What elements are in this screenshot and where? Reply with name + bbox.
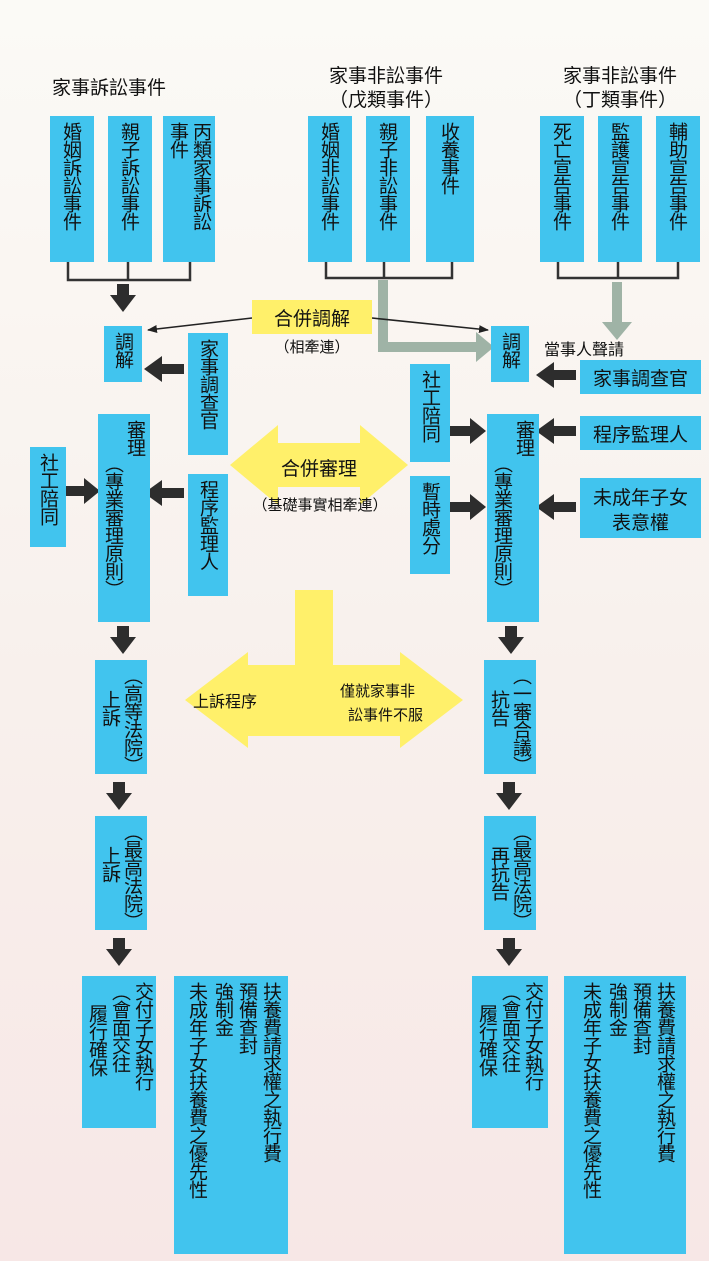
merged-mediation-subtitle: （相牽連） xyxy=(274,338,350,356)
delivery-line2: （會面交往 xyxy=(499,982,521,1072)
arrow-to-right-mediation xyxy=(371,317,489,334)
appeal-main: 再抗告 xyxy=(488,846,510,900)
box-label: 婚姻非訟事件 xyxy=(318,122,340,230)
enforcement-line1: 扶養費請求權之執行費 xyxy=(654,982,676,1162)
child-delivery-right: 交付子女執行 （會面交往 履行確保 xyxy=(472,976,548,1128)
header-nonlitigation-wu: 家事非訟事件 （戊類事件） xyxy=(316,64,456,112)
box-label-col1: 丙類家事訴訟 xyxy=(190,122,212,230)
trial-main: 審理 xyxy=(124,420,146,456)
minor-expression-line2: 表意權 xyxy=(611,512,669,534)
minor-expression-line1: 未成年子女 xyxy=(592,487,688,509)
box-marriage-litigation: 婚姻訴訟事件 xyxy=(50,116,94,262)
social-worker-right: 社工陪同 xyxy=(410,364,450,462)
trial-main: 審理 xyxy=(513,420,535,456)
box-label: 暫時處分 xyxy=(419,482,441,554)
yellow-shapes xyxy=(185,300,463,748)
social-worker-left: 社工陪同 xyxy=(30,447,66,547)
appeal-main: 抗告 xyxy=(488,690,510,726)
header-line: 家事非訟事件 xyxy=(562,65,677,87)
box-label: 程序監理人 xyxy=(197,480,219,570)
box-parent-child-nonlit: 親子非訟事件 xyxy=(366,116,410,262)
appeal-sub: （一審合議） xyxy=(510,666,532,774)
re-interlocutory-appeal: （最高法院） 再抗告 xyxy=(484,816,536,930)
arrow-to-left-mediation xyxy=(147,317,253,333)
box-assistance-declaration: 輔助宣告事件 xyxy=(656,116,700,262)
box-label: 親子訴訟事件 xyxy=(118,122,140,230)
appeal-main: 上訴 xyxy=(99,846,121,882)
delivery-line2: （會面交往 xyxy=(109,982,131,1072)
party-request-label: 當事人聲請 xyxy=(544,340,625,359)
procedure-supervisor-left: 程序監理人 xyxy=(188,474,228,596)
enforcement-line4: 未成年子女扶養費之優先性 xyxy=(186,982,208,1198)
appeal-procedure-label: 上訴程序 xyxy=(193,692,258,711)
appeal-sub: （高等法院） xyxy=(121,666,143,774)
minor-expression-box: 未成年子女 表意權 xyxy=(580,478,701,538)
box-death-declaration: 死亡宣告事件 xyxy=(540,116,584,262)
appeal-main: 上訴 xyxy=(99,690,121,726)
box-label: 社工陪同 xyxy=(37,453,59,525)
trial-left: 審理 （專業審理原則） xyxy=(98,414,150,622)
box-marriage-nonlit: 婚姻非訟事件 xyxy=(308,116,352,262)
box-label: 調解 xyxy=(499,332,521,368)
provisional-measure: 暫時處分 xyxy=(410,476,450,574)
box-label: 調解 xyxy=(112,332,134,368)
merged-trial-title: 合併審理 xyxy=(280,458,357,480)
header-nonlitigation-ding: 家事非訟事件 （丁類事件） xyxy=(550,64,690,112)
appeal-sub: （最高法院） xyxy=(121,822,143,930)
enforcement-line4: 未成年子女扶養費之優先性 xyxy=(580,982,602,1198)
box-label: 家事調查官 xyxy=(197,339,219,429)
header-line: 家事非訟事件 xyxy=(328,65,443,87)
delivery-line3: 履行確保 xyxy=(476,1004,498,1076)
appeal-high-court: （高等法院） 上訴 xyxy=(95,660,147,774)
top-brackets xyxy=(66,262,680,282)
merged-trial-subtitle: （基礎事實相牽連） xyxy=(252,496,388,514)
appeal-supreme-court: （最高法院） 上訴 xyxy=(95,816,147,930)
box-label: 社工陪同 xyxy=(419,370,441,442)
appeal-note-line1: 僅就家事非 xyxy=(340,682,416,700)
mediation-left: 調解 xyxy=(104,326,142,382)
box-label: 死亡宣告事件 xyxy=(550,122,572,230)
gray-arrows xyxy=(378,280,632,362)
enforcement-line3: 強制金 xyxy=(212,982,234,1036)
trial-sub: （專業審理原則） xyxy=(102,454,124,598)
family-investigator-right: 家事調查官 xyxy=(580,360,701,394)
enforcement-right: 扶養費請求權之執行費 預備查封 強制金 未成年子女扶養費之優先性 xyxy=(564,976,686,1254)
appeal-sub: （最高法院） xyxy=(510,822,532,930)
trial-right: 審理 （專業審理原則） xyxy=(487,414,539,622)
box-label: 監護宣告事件 xyxy=(608,122,630,230)
box-guardianship-declaration: 監護宣告事件 xyxy=(598,116,642,262)
block-arrows xyxy=(64,284,576,966)
merged-mediation-title: 合併調解 xyxy=(273,308,350,330)
box-label: 輔助宣告事件 xyxy=(666,122,688,230)
trial-sub: （專業審理原則） xyxy=(491,454,513,598)
family-investigator-left: 家事調查官 xyxy=(188,333,228,455)
enforcement-line1: 扶養費請求權之執行費 xyxy=(260,982,282,1162)
box-parent-child-litigation: 親子訴訟事件 xyxy=(108,116,152,262)
box-label: 收養事件 xyxy=(438,122,460,194)
delivery-line3: 履行確保 xyxy=(86,1004,108,1076)
header-line: （戊類事件） xyxy=(328,89,443,111)
delivery-line1: 交付子女執行 xyxy=(522,982,544,1090)
header-line: （丁類事件） xyxy=(562,89,677,111)
interlocutory-appeal: （一審合議） 抗告 xyxy=(484,660,536,774)
delivery-line1: 交付子女執行 xyxy=(132,982,154,1090)
appeal-note-line2: 訟事件不服 xyxy=(348,706,424,724)
enforcement-line3: 強制金 xyxy=(606,982,628,1036)
header-litigation: 家事訴訟事件 xyxy=(52,77,167,99)
box-class-c-litigation: 丙類家事訴訟 事件 xyxy=(163,116,215,262)
box-label: 親子非訟事件 xyxy=(376,122,398,230)
mediation-right: 調解 xyxy=(491,326,529,382)
enforcement-line2: 預備查封 xyxy=(236,982,258,1054)
enforcement-left: 扶養費請求權之執行費 預備查封 強制金 未成年子女扶養費之優先性 xyxy=(174,976,288,1254)
child-delivery-left: 交付子女執行 （會面交往 履行確保 xyxy=(82,976,156,1128)
box-label-col2: 事件 xyxy=(167,122,189,158)
box-adoption: 收養事件 xyxy=(426,116,474,262)
box-label: 婚姻訴訟事件 xyxy=(60,122,82,230)
procedure-supervisor-right: 程序監理人 xyxy=(580,416,701,450)
enforcement-line2: 預備查封 xyxy=(630,982,652,1054)
